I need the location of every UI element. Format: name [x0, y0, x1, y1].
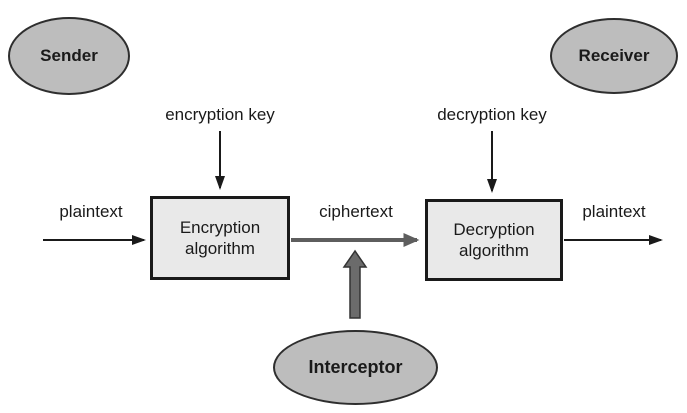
interceptor-node: Interceptor: [273, 330, 438, 405]
receiver-label: Receiver: [578, 46, 650, 65]
plaintext-input-label: plaintext: [59, 202, 123, 221]
decryption-box-line2: algorithm: [459, 241, 529, 260]
encryption-box-line2: algorithm: [185, 239, 255, 258]
plaintext-output-label: plaintext: [582, 202, 646, 221]
decryption-algorithm-box: Decryption algorithm: [425, 199, 563, 281]
encryption-algorithm-box: Encryption algorithm: [150, 196, 290, 280]
encryption-key-label: encryption key: [165, 105, 275, 124]
decryption-key-label: decryption key: [437, 105, 547, 124]
receiver-node: Receiver: [550, 18, 678, 94]
sender-label: Sender: [40, 46, 98, 65]
interceptor-arrow: [342, 249, 368, 319]
interceptor-label: Interceptor: [308, 357, 403, 377]
decryption-box-line1: Decryption: [453, 219, 535, 239]
ciphertext-label: ciphertext: [319, 202, 393, 221]
encryption-box-line1: Encryption: [179, 217, 261, 237]
sender-node: Sender: [8, 17, 130, 95]
